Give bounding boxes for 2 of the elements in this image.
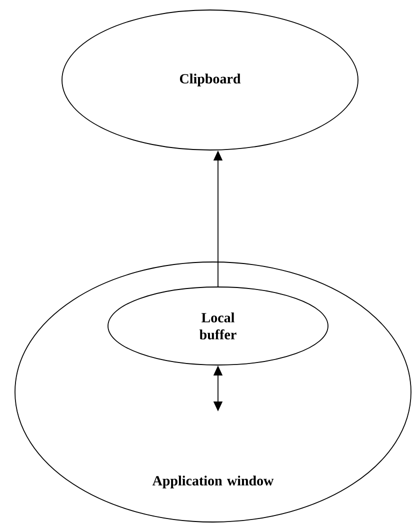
ellipse-node: Clipboard xyxy=(62,10,358,150)
ellipse-node: Local buffer xyxy=(108,286,328,366)
